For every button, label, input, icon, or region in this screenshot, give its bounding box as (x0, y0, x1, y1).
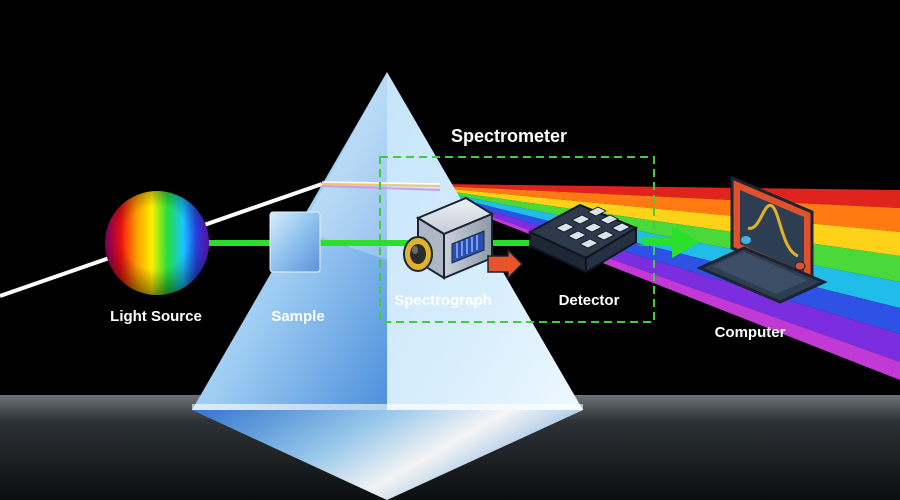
detector (527, 203, 639, 274)
light-source-label: Light Source (110, 308, 202, 325)
spectrometer-box (379, 156, 655, 323)
output-arrow-icon (487, 248, 524, 280)
laptop-icon (696, 175, 828, 304)
spectrograph (403, 196, 524, 280)
detector-label: Detector (559, 292, 620, 309)
computer-label: Computer (715, 324, 786, 341)
sensor-chip-icon (527, 203, 639, 274)
beam-arrow-icon (672, 226, 700, 258)
sample (269, 211, 321, 273)
light-source (105, 191, 209, 295)
camera-icon (403, 196, 495, 280)
sample-label: Sample (271, 308, 324, 325)
diagram-title: Spectrometer (451, 126, 567, 146)
computer (696, 175, 828, 304)
sample-cuvette-icon (269, 211, 321, 273)
green-beam-path (208, 226, 700, 258)
spectrograph-label: Spectrograph (394, 292, 492, 309)
